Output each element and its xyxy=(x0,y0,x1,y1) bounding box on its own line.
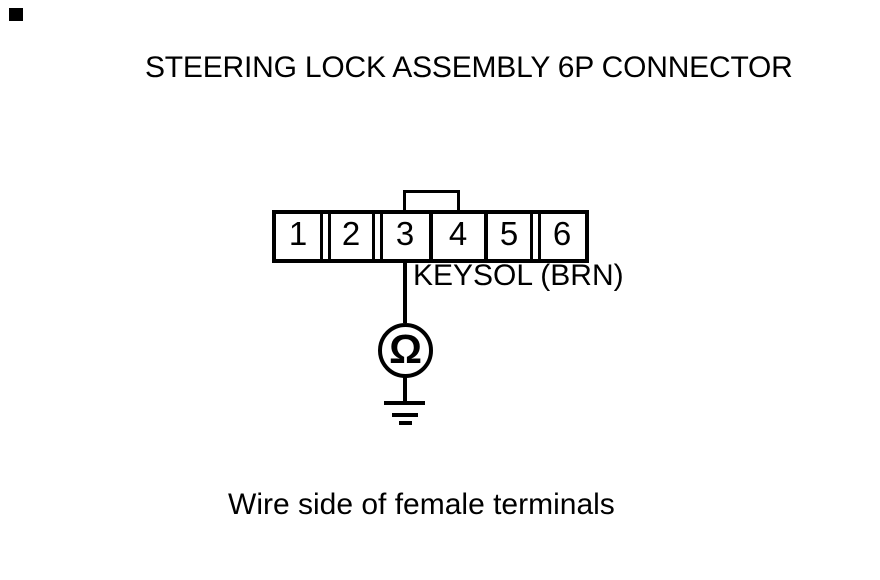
page-title: STEERING LOCK ASSEMBLY 6P CONNECTOR xyxy=(145,51,793,84)
page-corner-mark xyxy=(9,8,23,21)
ohmmeter-icon: Ω xyxy=(378,323,433,378)
divider-3-4 xyxy=(429,214,433,259)
connector-key-tab-icon xyxy=(403,190,460,212)
wire-keysol xyxy=(403,262,407,323)
divider-5-6-left xyxy=(530,214,533,259)
pin-number-6: 6 xyxy=(552,215,572,252)
pin-number-2: 2 xyxy=(341,215,361,252)
pin-number-3: 3 xyxy=(395,215,415,252)
ground-line-bottom xyxy=(399,421,412,425)
caption: Wire side of female terminals xyxy=(228,488,615,521)
pin-number-5: 5 xyxy=(499,215,519,252)
omega-symbol: Ω xyxy=(389,326,422,372)
wire-to-ground xyxy=(403,377,407,403)
divider-2-3-left xyxy=(372,214,375,259)
ground-icon xyxy=(384,401,425,425)
pin-number-4: 4 xyxy=(448,215,468,252)
ground-line-middle xyxy=(392,413,418,417)
divider-5-6-right xyxy=(538,214,541,259)
pin-number-1: 1 xyxy=(288,215,308,252)
wire-label: KEYSOL (BRN) xyxy=(413,259,624,292)
divider-2-3-right xyxy=(380,214,383,259)
divider-1-2-right xyxy=(328,214,331,259)
divider-1-2-left xyxy=(320,214,323,259)
divider-4-5 xyxy=(484,214,488,259)
ground-line-top xyxy=(384,401,425,405)
